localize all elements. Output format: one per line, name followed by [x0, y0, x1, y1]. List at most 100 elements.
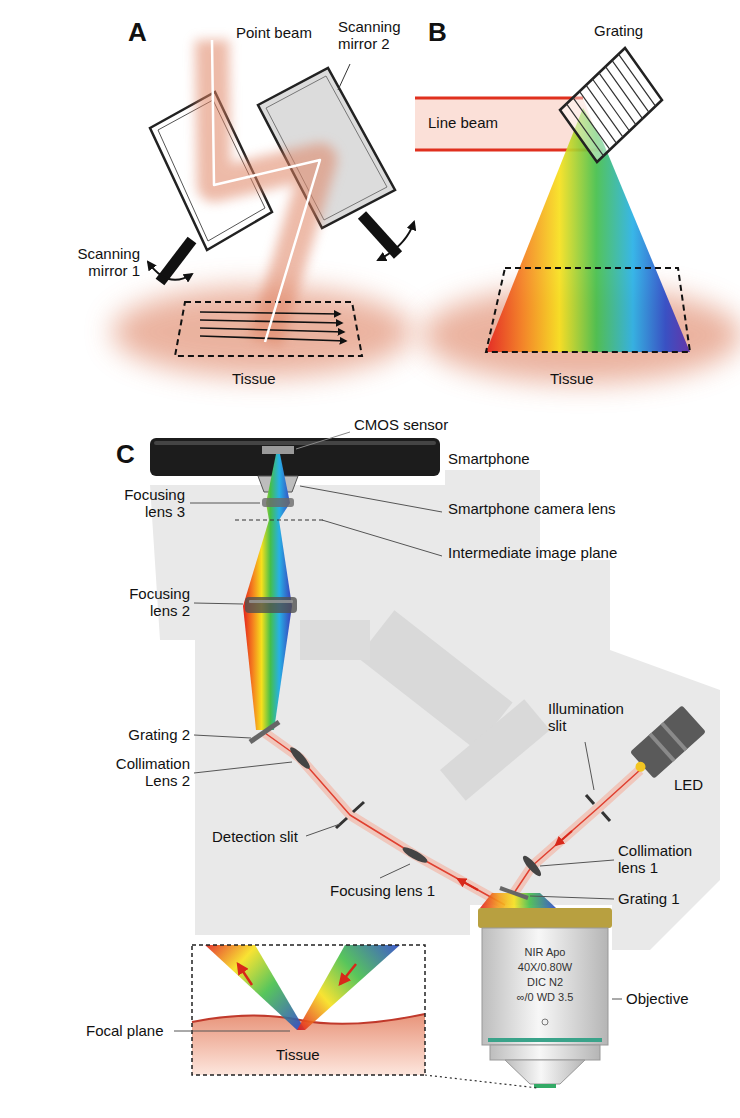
rotation-arrow [378, 222, 414, 260]
objective-stripe [488, 1038, 602, 1042]
smartphone-body [150, 438, 440, 476]
leader-line [194, 603, 243, 604]
leader-line [612, 999, 622, 1000]
part-label: Smartphone [448, 450, 530, 467]
collimation-lens-2 [288, 745, 313, 771]
objective-lower [490, 1045, 600, 1060]
mount-block [300, 620, 370, 660]
focusing-lens-3 [262, 498, 294, 507]
illuminated-area [486, 268, 690, 352]
lens-highlight [249, 600, 293, 603]
part-label: Grating [594, 22, 643, 39]
device-housing [150, 470, 720, 950]
objective-body [482, 928, 608, 1045]
leader-line [540, 860, 614, 866]
rotation-arrow [148, 262, 192, 280]
grating-rulings [567, 54, 656, 156]
beam-direction-arrow [238, 964, 252, 985]
beam-direction-arrow [556, 831, 572, 845]
part-label: Objective [626, 990, 689, 1007]
part-label: Scanning mirror 1 [52, 245, 140, 280]
leader-line [380, 864, 410, 878]
smartphone-edge [154, 441, 436, 445]
part-label: Scanning mirror 2 [338, 18, 420, 53]
objective-nose [505, 1060, 585, 1084]
part-label: Focusing lens 2 [105, 585, 190, 620]
part-label: Focusing lens 3 [100, 486, 185, 521]
part-label: Tissue [276, 1046, 320, 1063]
leader-line [338, 64, 350, 90]
led-body [630, 705, 706, 779]
objective-collar [478, 908, 612, 928]
part-label: Collimation lens 1 [618, 842, 713, 877]
led-housing [625, 705, 706, 783]
illumination-slit [586, 795, 610, 821]
focusing-lens-1 [401, 845, 429, 866]
objective-marking: ∞/0 WD 3.5 [495, 991, 595, 1004]
objective-marking: DIC N2 [495, 976, 595, 989]
leader-line [322, 520, 442, 556]
detection-beam [265, 733, 505, 905]
inset-frame [192, 945, 425, 1075]
objective-tip [534, 1084, 556, 1088]
leader-line [585, 742, 594, 790]
detection-slit [336, 802, 364, 828]
panel-letter: A [128, 18, 147, 48]
outgoing-beam [205, 945, 305, 1030]
objective-marking: 40X/0.80W [495, 961, 595, 974]
part-label: Grating 2 [105, 726, 190, 743]
panel-letter: B [428, 18, 447, 48]
objective-marking: NIR Apo [495, 946, 595, 959]
grating-2 [250, 722, 279, 742]
spectrum-beam [243, 606, 292, 730]
part-label: Focal plane [86, 1022, 164, 1039]
beam-direction-arrow [458, 879, 478, 890]
leader-line [306, 824, 340, 836]
beam-label: Point beam [236, 24, 312, 41]
part-label: Tissue [232, 370, 276, 387]
incoming-beam [297, 945, 400, 1030]
leader-line [190, 503, 260, 504]
scan-arrow [200, 336, 346, 341]
inset-ground [192, 945, 425, 1075]
scan-arrow [200, 328, 344, 332]
panel-letter: C [116, 440, 135, 470]
led-emitter [633, 760, 647, 774]
leader-line [300, 486, 442, 512]
cmos-sensor [262, 446, 294, 454]
part-label: CMOS sensor [354, 416, 448, 433]
part-label: Collimation Lens 2 [95, 755, 190, 790]
beam-label: Line beam [428, 114, 498, 131]
part-label: Intermediate image plane [448, 544, 617, 561]
scan-arrow [200, 312, 340, 314]
leader-line [194, 762, 292, 773]
focusing-lens-2 [245, 597, 297, 613]
grating-1 [500, 888, 528, 898]
mirror-2-shaft [362, 215, 398, 255]
led-ridge [649, 733, 676, 762]
spectrum-beam [266, 454, 290, 503]
beam-path [212, 40, 320, 342]
leader-line [194, 735, 251, 738]
part-label: Illumination slit [548, 700, 643, 735]
part-label: Grating 1 [618, 890, 680, 907]
part-label: LED [674, 776, 703, 793]
part-label: Smartphone camera lens [448, 500, 616, 517]
mount-block [440, 699, 550, 800]
objective-mark [542, 1019, 548, 1025]
inset-pointer [425, 1075, 538, 1088]
beam-direction-arrow [340, 964, 356, 984]
part-label: Tissue [550, 370, 594, 387]
diffraction-grating [560, 48, 662, 162]
intermediate-plane [235, 519, 325, 520]
leader-line [530, 896, 614, 899]
part-label: Detection slit [212, 828, 298, 845]
detection-beam-glow [265, 733, 505, 905]
point-beam-glow [212, 40, 320, 342]
led-ridge [660, 722, 687, 751]
leader-line [296, 432, 350, 449]
leader-line [174, 1031, 290, 1032]
